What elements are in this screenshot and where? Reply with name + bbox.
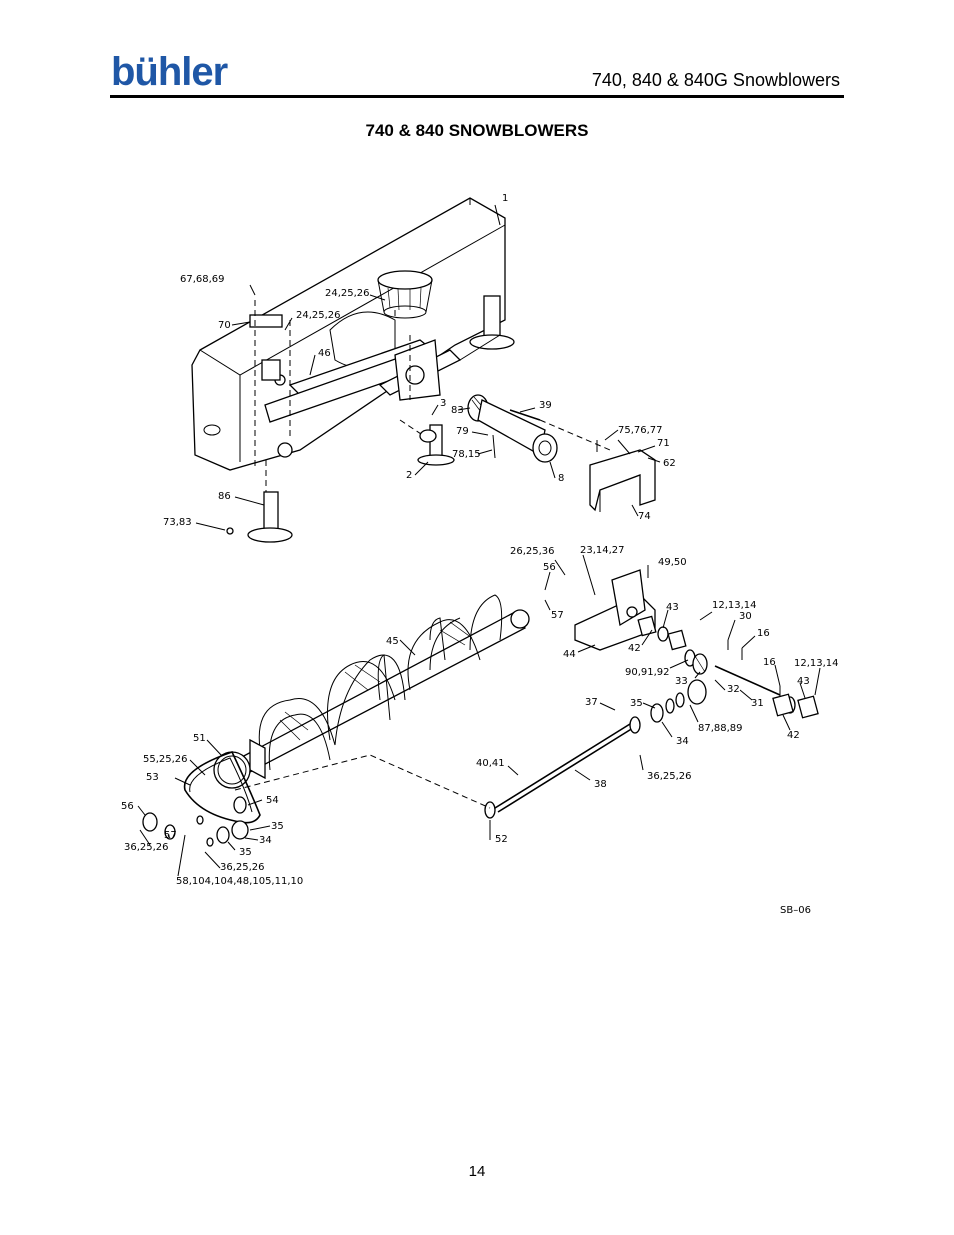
callout-24-25-26-frame: 24,25,26 xyxy=(296,310,341,321)
callout-75-76-77: 75,76,77 xyxy=(618,425,663,436)
callout-35-mid: 35 xyxy=(630,698,643,709)
callout-35-bottom: 35 xyxy=(271,821,284,832)
header-rule xyxy=(110,95,844,98)
callout-78-15: 78,15 xyxy=(452,449,481,460)
callout-55-25-26: 55,25,26 xyxy=(143,754,188,765)
callout-2: 2 xyxy=(406,470,412,481)
callout-16-right: 16 xyxy=(763,657,776,668)
housing-assembly xyxy=(191,197,515,471)
callout-37: 37 xyxy=(585,697,598,708)
callout-67-68-69: 67,68,69 xyxy=(180,274,225,285)
callout-51: 51 xyxy=(193,733,206,744)
callout-54: 54 xyxy=(266,795,279,806)
callout-3: 3 xyxy=(440,398,446,409)
callout-12-13-14-right: 12,13,14 xyxy=(794,658,839,669)
chain-drive xyxy=(142,751,261,847)
bearing-stack-right xyxy=(637,615,819,719)
callout-34-mid: 34 xyxy=(676,736,689,747)
leader-lines xyxy=(137,204,821,877)
callout-35-lower: 35 xyxy=(239,847,252,858)
callout-52: 52 xyxy=(495,834,508,845)
callout-42-left: 42 xyxy=(628,643,641,654)
callout-40-41: 40,41 xyxy=(476,758,505,769)
callout-16-top: 16 xyxy=(757,628,770,639)
document-title: 740, 840 & 840G Snowblowers xyxy=(591,70,840,90)
callout-46: 46 xyxy=(318,348,331,359)
auger xyxy=(239,594,530,780)
callout-44: 44 xyxy=(563,649,576,660)
callout-58-104-104-48-105-11-10: 58,104,104,48,105,11,10 xyxy=(176,876,303,887)
callout-73-83: 73,83 xyxy=(163,517,192,528)
callout-36-25-26-shaft: 36,25,26 xyxy=(647,771,692,782)
callout-12-13-14-top: 12,13,14 xyxy=(712,600,757,611)
pto-shield xyxy=(589,439,656,512)
callout-57-top: 57 xyxy=(551,610,564,621)
callout-labels: 1 67,68,69 24,25,26 24,25,26 70 46 3 83 … xyxy=(121,193,839,916)
callout-56-top: 56 xyxy=(543,562,556,573)
callout-34-bottom: 34 xyxy=(259,835,272,846)
callout-23-14-27: 23,14,27 xyxy=(580,545,625,556)
callout-79: 79 xyxy=(456,426,469,437)
buhler-logo: bühler xyxy=(111,50,228,94)
callout-31: 31 xyxy=(751,698,764,709)
callout-26-25-36: 26,25,36 xyxy=(510,546,555,557)
callout-90-91-92: 90,91,92 xyxy=(625,667,670,678)
callout-53: 53 xyxy=(146,772,159,783)
callout-1: 1 xyxy=(502,193,508,204)
idler-shaft xyxy=(484,679,707,819)
callout-83: 83 xyxy=(451,405,464,416)
callout-32: 32 xyxy=(727,684,740,695)
callout-62: 62 xyxy=(663,458,676,469)
drive-shaft xyxy=(467,394,558,463)
drawing-code: SB–06 xyxy=(780,905,811,916)
callout-33: 33 xyxy=(675,676,688,687)
callout-36-25-26-left: 36,25,26 xyxy=(124,842,169,853)
callout-74: 74 xyxy=(638,511,651,522)
callout-57-bottom: 57 xyxy=(164,830,177,841)
callout-43-left: 43 xyxy=(666,602,679,613)
callout-86: 86 xyxy=(218,491,231,502)
callout-42-right: 42 xyxy=(787,730,800,741)
callout-43-right: 43 xyxy=(797,676,810,687)
callout-70: 70 xyxy=(218,320,231,331)
callout-38: 38 xyxy=(594,779,607,790)
callout-39: 39 xyxy=(539,400,552,411)
callout-30: 30 xyxy=(739,611,752,622)
callout-71: 71 xyxy=(657,438,670,449)
callout-49-50: 49,50 xyxy=(658,557,687,568)
callout-87-88-89: 87,88,89 xyxy=(698,723,743,734)
callout-24-25-26-chute: 24,25,26 xyxy=(325,288,370,299)
section-title: 740 & 840 SNOWBLOWERS xyxy=(365,121,589,140)
gearbox-bracket xyxy=(574,569,656,651)
support-post xyxy=(226,491,293,543)
callout-8: 8 xyxy=(558,473,564,484)
callout-45: 45 xyxy=(386,636,399,647)
page-number: 14 xyxy=(468,1163,486,1180)
callout-56-bottom: 56 xyxy=(121,801,134,812)
jack-stand xyxy=(417,424,455,466)
callout-36-25-26-lower: 36,25,26 xyxy=(220,862,265,873)
